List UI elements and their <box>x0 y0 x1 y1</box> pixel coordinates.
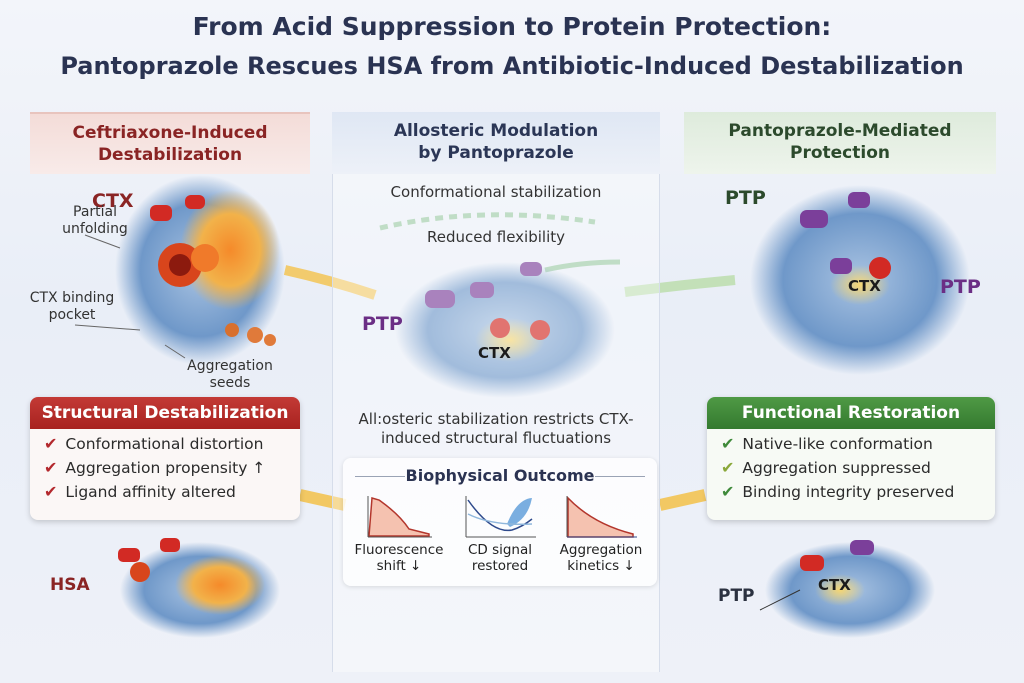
functional-restoration-box: Functional Restoration ✔ Native-like conf… <box>707 397 995 520</box>
ptp-bottom-label: PTP <box>718 586 755 606</box>
outcome-title: Biophysical Outcome <box>405 466 595 485</box>
structural-destabilization-box: Structural Destabilization ✔ Conformation… <box>30 397 300 520</box>
caption-line: All:osteric stabilization restricts CTX- <box>358 410 634 428</box>
cd-spectrum-chart-icon <box>465 496 536 538</box>
outcome-line: shift ↓ <box>376 558 422 574</box>
label-line: CTX binding <box>29 290 115 306</box>
item-text: Aggregation propensity ↑ <box>65 458 266 477</box>
stabilization-arrow <box>379 212 596 231</box>
ptp-top-label: PTP <box>725 187 766 209</box>
check-icon: ✔ <box>721 458 735 477</box>
ptp-side-label: PTP <box>940 276 981 298</box>
outcome-line: Aggregation <box>559 542 643 558</box>
list-item: ✔ Aggregation suppressed <box>707 453 995 477</box>
label-line: seeds <box>209 375 251 391</box>
label-line: pocket <box>48 307 96 323</box>
hsa-ptp-complex-protein <box>395 262 615 398</box>
hsa-destabilized-protein <box>115 175 285 638</box>
check-icon: ✔ <box>44 482 58 501</box>
list-item: ✔ Conformational distortion <box>30 429 300 453</box>
outcome-line: CD signal <box>467 542 533 558</box>
hsa-label: HSA <box>50 575 90 595</box>
ctx-label: CTX <box>478 344 511 362</box>
box-title: Functional Restoration <box>707 397 995 429</box>
item-text: Ligand affinity altered <box>65 482 236 501</box>
divider <box>595 476 645 477</box>
list-item: ✔ Ligand affinity altered <box>30 477 300 501</box>
arrow-right-to-middle <box>624 275 736 297</box>
check-icon: ✔ <box>721 434 735 453</box>
header-line: Destabilization <box>97 145 243 165</box>
label-line: unfolding <box>62 221 128 237</box>
item-text: Aggregation suppressed <box>742 458 931 477</box>
title-line-2: Pantoprazole Rescues HSA from Antibiotic… <box>60 52 964 80</box>
item-text: Conformational distortion <box>65 434 264 453</box>
list-item: ✔ Native-like conformation <box>707 429 995 453</box>
ctx-label: CTX <box>92 190 134 212</box>
arrow-to-outcome <box>298 489 347 511</box>
check-icon: ✔ <box>721 482 735 501</box>
header-line: by Pantoprazole <box>418 143 574 163</box>
label-line: Partial <box>73 204 117 220</box>
ctx-bottom-label: CTX <box>818 576 851 594</box>
item-text: Native-like conformation <box>742 434 933 453</box>
divider <box>355 476 405 477</box>
fluorescence-decay-chart-icon <box>367 496 432 538</box>
arrow-left-to-middle <box>283 265 377 300</box>
ptp-label: PTP <box>362 313 403 335</box>
caption-line: induced structural fluctuations <box>380 429 612 447</box>
check-icon: ✔ <box>44 434 58 453</box>
reduced-flexibility-label: Reduced flexibility <box>426 228 565 246</box>
header-line: Allosteric Modulation <box>393 121 599 141</box>
list-item: ✔ Aggregation propensity ↑ <box>30 453 300 477</box>
arrow-to-restoration <box>658 489 707 511</box>
check-icon: ✔ <box>44 458 58 477</box>
hsa-protected-protein <box>750 185 970 638</box>
header-line: Protection <box>790 143 890 163</box>
box-title: Structural Destabilization <box>30 397 300 429</box>
ctx-label: CTX <box>848 277 881 295</box>
list-item: ✔ Binding integrity preserved <box>707 477 995 501</box>
title-line-1: From Acid Suppression to Protein Protect… <box>192 12 832 41</box>
label-line: Aggregation <box>187 358 273 374</box>
header-line: Pantoprazole-Mediated <box>728 121 952 141</box>
conformational-stabilization-label: Conformational stabilization <box>390 183 602 201</box>
outcome-line: Fluorescence <box>354 542 444 558</box>
outcome-line: restored <box>471 558 529 574</box>
header-line: Ceftriaxone-Induced <box>72 123 268 143</box>
outcome-line: kinetics ↓ <box>567 558 635 574</box>
aggregation-kinetics-chart-icon <box>566 496 637 538</box>
allosteric-caption: All:osteric stabilization restricts CTX-… <box>332 410 660 448</box>
item-text: Binding integrity preserved <box>742 482 955 501</box>
